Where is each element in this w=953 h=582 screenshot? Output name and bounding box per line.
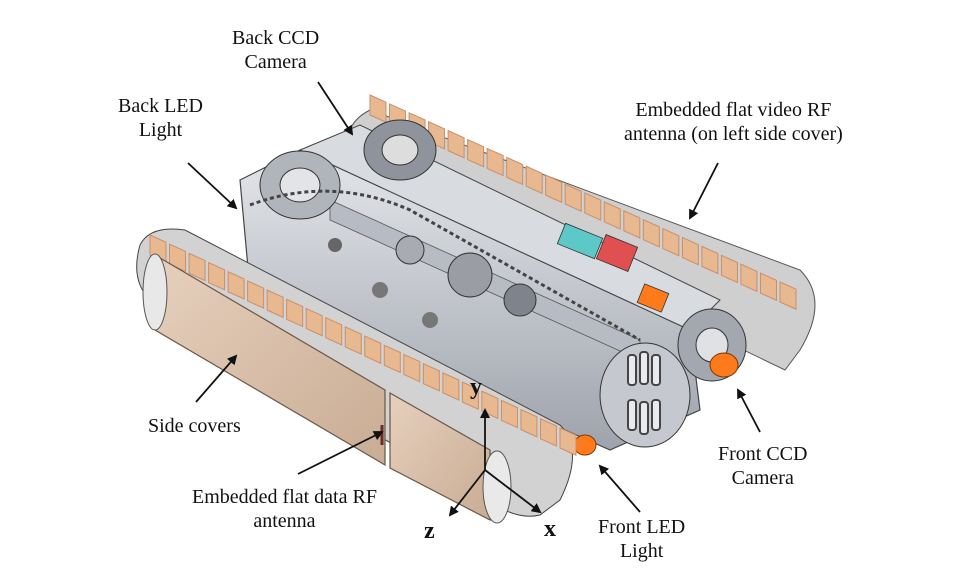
axis-label-z: z [424,518,435,544]
back-track-pad [701,245,719,275]
front-track-pad [559,427,577,456]
chassis [239,119,747,456]
back-track-pad [623,209,641,239]
label-front-led-line2: Light [619,540,664,562]
front-track-pad [442,372,460,401]
back-track-pad [584,192,602,221]
back-track-pad [603,201,621,230]
label-front-ccd-line1: Front CCD [718,443,808,465]
back-track-pad [759,272,777,302]
axis-label-y: y [470,374,482,400]
label-back-ccd-camera: Back CCD Camera [232,26,319,74]
front-track-pad [344,326,362,355]
label-front-led-line1: Front LED [598,516,686,538]
label-video-rf-antenna: Embedded flat video RF antenna (on left … [624,98,843,146]
back-track-pad [545,174,563,204]
label-data-rf-antenna: Embedded flat data RF antenna [192,485,377,533]
label-front-ccd-camera: Front CCD Camera [718,442,807,490]
label-back-ccd-line1: Back CCD [232,27,320,49]
back-track-pad [740,263,758,293]
front-track-pad [188,252,206,282]
label-back-led-light: Back LED Light [118,94,203,142]
back-track-pad [525,165,543,195]
label-back-ccd-line2: Camera [244,51,307,73]
front-track-pad [539,418,557,447]
front-track-pad [325,316,343,346]
label-data-rf-line2: antenna [253,510,316,532]
front-track-pad [403,353,421,383]
front-track-pad [286,298,304,328]
back-track-pad [720,254,738,284]
label-video-rf-line1: Embedded flat video RF [635,99,832,121]
front-track-pad [364,335,382,365]
leader-lines [187,81,761,517]
label-front-led-light: Front LED Light [598,515,685,563]
axis-label-x: x [544,516,556,542]
back-track-pad [564,183,582,213]
label-back-led-line2: Light [138,119,183,141]
back-track-pad [681,236,699,266]
front-track-pad [305,307,323,337]
front-track-pad [520,408,538,438]
back-track-pad [662,227,680,257]
label-side-covers: Side covers [148,414,241,438]
front-track-pad [266,289,284,319]
back-track-pad [467,138,485,168]
back-track-pad [486,147,504,177]
front-track-pad [461,381,479,411]
front-track-pad [227,270,245,300]
label-data-rf-line1: Embedded flat data RF [192,486,377,508]
back-track-pad [642,218,660,248]
label-video-rf-line2: antenna (on left side cover) [624,123,843,145]
front-track-pad [247,280,265,309]
front-track-pad [208,261,226,291]
back-track-pad [506,156,524,186]
label-front-ccd-line2: Camera [731,467,794,489]
front-track-pad [500,399,518,429]
front-track-pad [169,243,187,273]
label-side-covers-text: Side covers [148,415,241,437]
back-track-pad [447,129,465,159]
label-back-led-line1: Back LED [118,95,203,117]
back-track-pad [779,281,797,310]
side-covers-shape [142,253,512,524]
front-track-pad [383,344,401,374]
front-track-pad [422,362,440,392]
